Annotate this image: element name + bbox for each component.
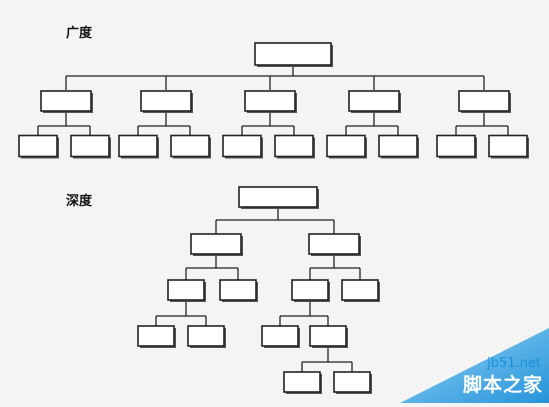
depth-level4-node	[261, 325, 300, 348]
depth-level5-node	[333, 371, 372, 394]
depth-level3-node	[291, 279, 330, 302]
depth-label: 深度	[66, 194, 93, 209]
breadth-leaf-node	[436, 134, 477, 159]
breadth-level2-node	[458, 90, 511, 113]
breadth-level2-node	[244, 90, 297, 113]
depth-level4-node	[137, 325, 176, 348]
breadth-leaf-node	[118, 134, 159, 159]
breadth-leaf-node	[326, 134, 367, 159]
depth-level2-node	[190, 233, 243, 256]
tree-nodes	[18, 42, 529, 394]
depth-level2-node	[308, 233, 361, 256]
depth-level3-node	[167, 279, 206, 302]
depth-level4-node	[187, 325, 226, 348]
breadth-leaf-node	[274, 134, 315, 159]
breadth-leaf-node	[70, 134, 111, 159]
watermark: jb51.net 脚本之家	[389, 313, 549, 403]
watermark-brand: 脚本之家	[462, 374, 543, 396]
depth-level3-node	[219, 279, 258, 302]
watermark-triangle	[400, 328, 549, 403]
depth-level4-node	[309, 325, 348, 348]
breadth-level2-node	[348, 90, 401, 113]
breadth-leaf-node	[488, 134, 529, 159]
breadth-level2-node	[40, 90, 93, 113]
depth-root-node	[238, 186, 319, 209]
breadth-root-node	[254, 42, 333, 67]
breadth-leaf-node	[378, 134, 419, 159]
breadth-label: 广度	[66, 26, 93, 41]
depth-level3-node	[341, 279, 380, 302]
breadth-leaf-node	[170, 134, 211, 159]
breadth-leaf-node	[18, 134, 59, 159]
depth-level5-node	[283, 371, 322, 394]
watermark-site: jb51.net	[487, 356, 541, 371]
breadth-level2-node	[140, 90, 193, 113]
breadth-leaf-node	[222, 134, 263, 159]
tree-edges	[37, 65, 509, 372]
